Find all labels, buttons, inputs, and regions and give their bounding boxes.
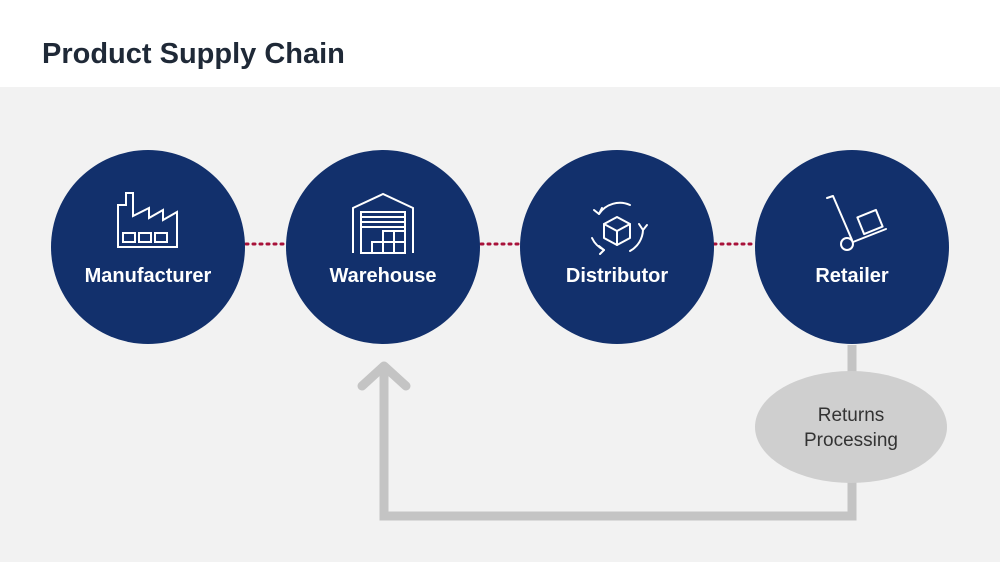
hand-truck-icon — [826, 195, 887, 251]
returns-processing: Returns Processing — [755, 371, 947, 483]
node-warehouse: Warehouse — [286, 150, 480, 344]
returns-ellipse — [755, 371, 947, 483]
node-label: Distributor — [566, 265, 668, 287]
node-label: Warehouse — [329, 265, 436, 287]
returns-label-line2: Processing — [804, 430, 898, 451]
node-distributor: Distributor — [520, 150, 714, 344]
node-label: Manufacturer — [85, 265, 212, 287]
return-arrow-head — [357, 361, 411, 391]
node-circle — [520, 150, 714, 344]
returns-label-line1: Returns — [818, 405, 885, 426]
warehouse-icon — [352, 192, 414, 254]
page-title: Product Supply Chain — [42, 38, 345, 70]
node-manufacturer: Manufacturer — [51, 150, 245, 344]
node-label: Retailer — [815, 265, 889, 287]
factory-icon — [117, 192, 178, 248]
box-cycle-icon — [591, 201, 648, 255]
node-retailer: Retailer — [755, 150, 949, 344]
